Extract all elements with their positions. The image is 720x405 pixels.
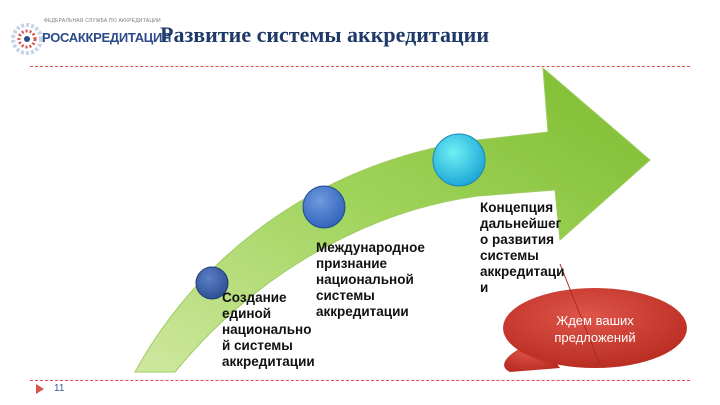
growth-arrow [134,66,651,373]
stage-3-label: Концепция дальнейшег о развития системы … [480,200,565,295]
header-divider [30,66,690,67]
callout-text: Ждем ваших предложений [554,313,636,345]
stage-1-label: Создание единой национально й системы ак… [222,290,315,369]
callout-bubble [503,288,687,368]
page-number: 11 [54,383,65,394]
logo-name: РОСАККРЕДИТАЦИЯ [42,30,172,45]
stage-2-label: Международное признание национальной сис… [316,240,425,319]
stage-1-marker [195,266,229,300]
rosakkreditatsiya-logo: ФЕДЕРАЛЬНАЯ СЛУЖБА ПО АККРЕДИТАЦИИ РОСАК… [6,8,171,66]
stage-2-marker [302,185,346,229]
footer-divider [30,380,690,381]
page-marker-icon [36,384,44,394]
callout-pointer [559,263,601,366]
logo-subtitle: ФЕДЕРАЛЬНАЯ СЛУЖБА ПО АККРЕДИТАЦИИ [44,18,161,24]
stage-3-marker [432,133,486,187]
logo-emblem-icon [11,23,43,55]
slide-title: Развитие системы аккредитации [160,22,489,47]
